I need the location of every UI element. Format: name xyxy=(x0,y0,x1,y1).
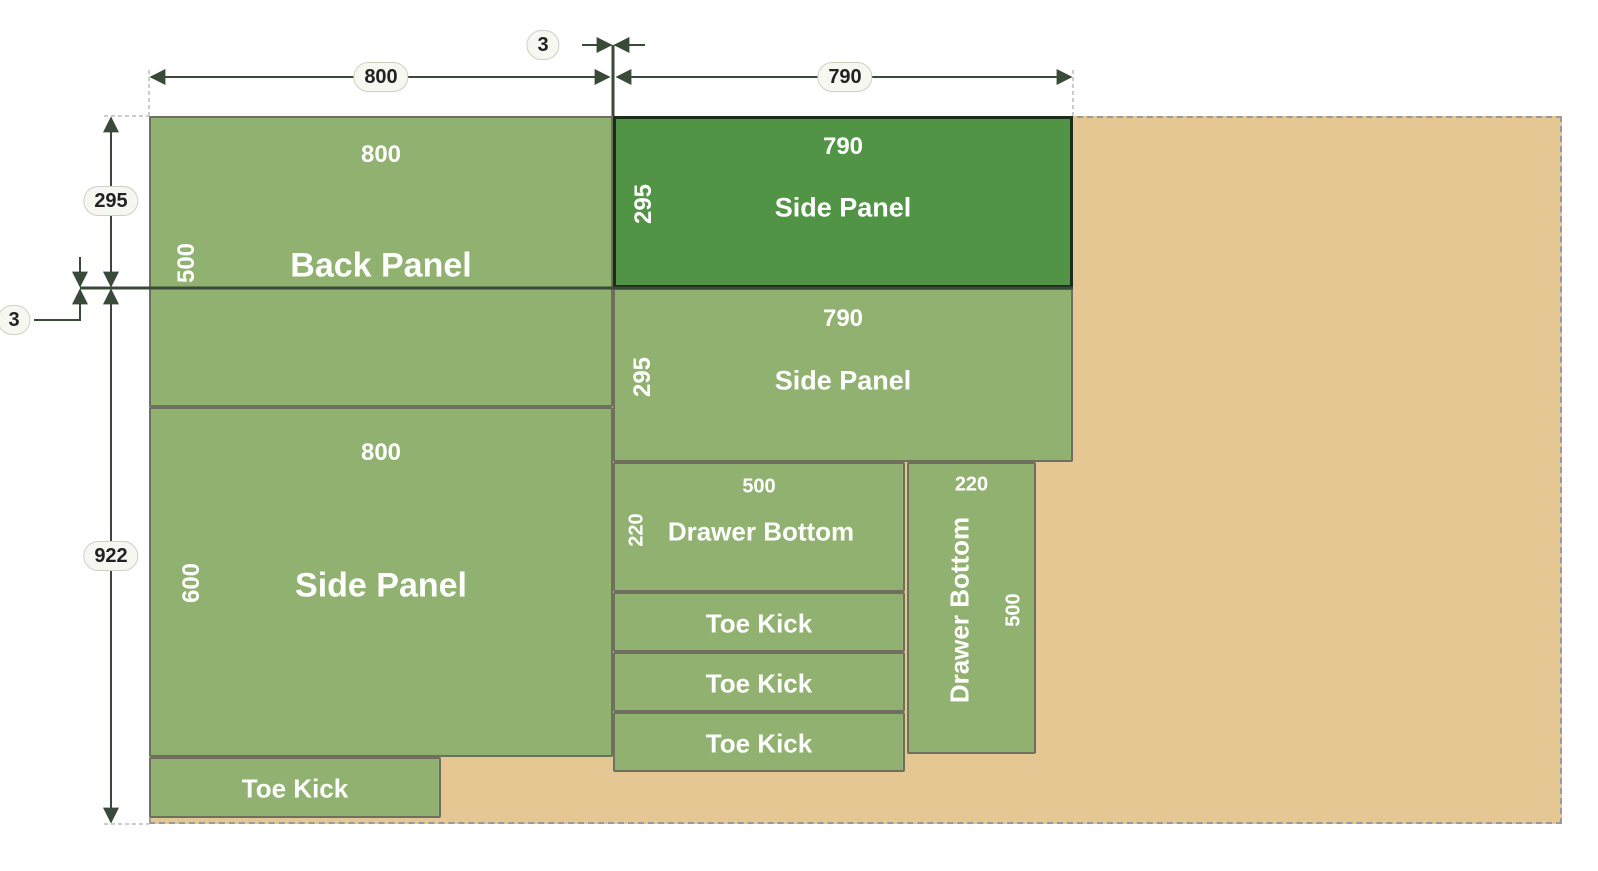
part-width-label: 220 xyxy=(954,473,989,496)
dimension-label-kerf-top: 3 xyxy=(526,30,560,60)
part-width-label: 500 xyxy=(742,475,776,498)
part-height-label: 500 xyxy=(1002,593,1025,627)
part-toe-kick[interactable]: Toe Kick xyxy=(613,592,905,652)
part-name-label: Toe Kick xyxy=(705,608,813,639)
part-height-label: 600 xyxy=(178,562,205,604)
part-toe-kick[interactable]: Toe Kick xyxy=(613,712,905,772)
part-side-panel[interactable]: 800 600 Side Panel xyxy=(149,407,613,757)
part-height-label: 220 xyxy=(625,513,648,547)
part-drawer-bottom[interactable]: 500 220 Drawer Bottom xyxy=(613,462,905,592)
dimension-label-kerf-left: 3 xyxy=(0,305,31,335)
part-width-label: 800 xyxy=(360,141,402,168)
part-name-label: Drawer Bottom xyxy=(944,516,975,704)
dimension-label-top-left: 800 xyxy=(353,62,409,92)
part-drawer-bottom[interactable]: 220 500 Drawer Bottom xyxy=(907,462,1036,754)
part-side-panel-selected[interactable]: 790 295 Side Panel xyxy=(613,116,1073,288)
part-side-panel[interactable]: 790 295 Side Panel xyxy=(613,288,1073,462)
part-name-label: Back Panel xyxy=(290,246,472,285)
part-name-label: Drawer Bottom xyxy=(667,516,855,547)
part-width-label: 790 xyxy=(822,133,864,160)
part-height-label: 295 xyxy=(629,356,656,398)
dimension-label-left-top: 295 xyxy=(83,186,139,216)
part-name-label: Toe Kick xyxy=(241,773,349,804)
part-width-label: 800 xyxy=(360,439,402,466)
part-name-label: Side Panel xyxy=(774,365,912,396)
part-name-label: Side Panel xyxy=(295,566,467,605)
dimension-label-left-bottom: 922 xyxy=(83,541,139,571)
part-name-label: Toe Kick xyxy=(705,668,813,699)
part-name-label: Side Panel xyxy=(774,192,912,223)
dimension-label-top-right: 790 xyxy=(817,62,873,92)
part-height-label: 500 xyxy=(173,242,200,284)
part-name-label: Toe Kick xyxy=(705,728,813,759)
part-width-label: 790 xyxy=(822,305,864,332)
part-back-panel[interactable]: 800 500 Back Panel xyxy=(149,116,613,407)
part-toe-kick[interactable]: Toe Kick xyxy=(613,652,905,712)
part-height-label: 295 xyxy=(630,183,657,225)
part-toe-kick[interactable]: Toe Kick xyxy=(149,757,441,818)
